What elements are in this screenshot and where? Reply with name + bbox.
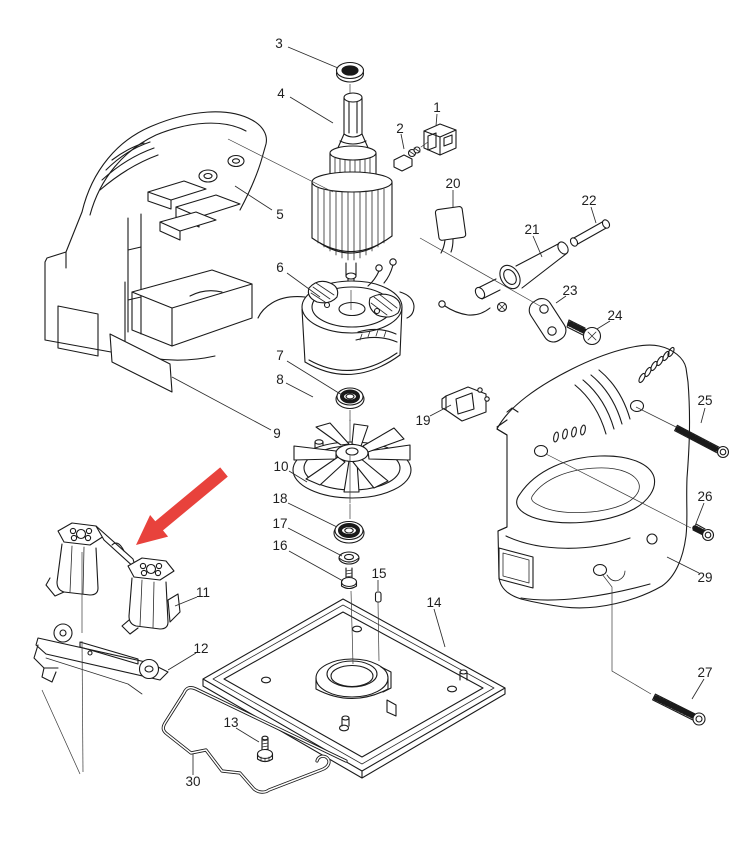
part-label-1: 1 (433, 100, 441, 115)
part-label-7: 7 (276, 348, 284, 363)
bearing-18-drawing (333, 520, 365, 544)
part-label-4: 4 (277, 86, 285, 101)
fan-drawing (292, 419, 412, 504)
cover-housing-drawing (496, 344, 691, 609)
part-label-30: 30 (185, 774, 200, 789)
capacitor-drawing (434, 206, 467, 254)
leader-lines (167, 46, 706, 775)
part-labels: 3 4 1 2 5 20 22 21 23 24 6 7 8 9 19 10 2… (185, 36, 712, 789)
part-label-10: 10 (273, 459, 288, 474)
part-label-15: 15 (371, 566, 386, 581)
part-label-21: 21 (524, 222, 539, 237)
part-label-19: 19 (415, 413, 430, 428)
plate-23-drawing (528, 298, 567, 343)
base-plate-drawing (202, 598, 506, 779)
part-label-27: 27 (697, 665, 712, 680)
washer-17-drawing (338, 551, 360, 565)
part-label-22: 22 (581, 193, 596, 208)
part-label-23: 23 (562, 283, 577, 298)
screw-25-drawing (674, 424, 730, 459)
part-label-3: 3 (275, 36, 283, 51)
cord-guard-drawing (438, 241, 569, 316)
screw-13-drawing (256, 735, 274, 763)
part-label-12: 12 (193, 641, 208, 656)
screw-27-drawing (652, 693, 706, 726)
screw-24-drawing (566, 319, 602, 346)
part-label-25: 25 (697, 393, 712, 408)
part-label-13: 13 (223, 715, 238, 730)
part-label-8: 8 (276, 372, 284, 387)
brush-part-drawing (393, 141, 429, 172)
screw-16-drawing (340, 567, 358, 590)
part-label-2: 2 (396, 121, 404, 136)
rod-22-drawing (569, 219, 611, 247)
motor-housing-drawing (44, 111, 267, 393)
part-label-9: 9 (273, 426, 281, 441)
alignment-lines (41, 84, 692, 775)
part-label-18: 18 (272, 491, 287, 506)
part-label-16: 16 (272, 538, 287, 553)
switch-mount-drawing (441, 386, 490, 422)
part-label-29: 29 (697, 570, 712, 585)
pad-support-drawing (45, 522, 181, 635)
field-coil-drawing (257, 258, 415, 375)
bearing-7-drawing (335, 387, 365, 410)
part-label-17: 17 (272, 516, 287, 531)
part-label-24: 24 (607, 308, 623, 323)
pin-15-drawing (374, 591, 382, 603)
lever-plate-drawing (33, 623, 169, 695)
highlight-arrow (136, 467, 228, 545)
switch-block-drawing (423, 123, 457, 156)
part-label-20: 20 (445, 176, 460, 191)
part-label-11: 11 (196, 585, 210, 600)
part-label-6: 6 (276, 260, 284, 275)
wire-bail-drawing (161, 686, 348, 794)
screw-26-drawing (692, 523, 715, 542)
part-label-5: 5 (276, 207, 284, 222)
part-label-14: 14 (426, 595, 442, 610)
nameplate-drawing (109, 333, 173, 393)
part-label-26: 26 (697, 489, 712, 504)
armature-drawing (311, 61, 393, 289)
